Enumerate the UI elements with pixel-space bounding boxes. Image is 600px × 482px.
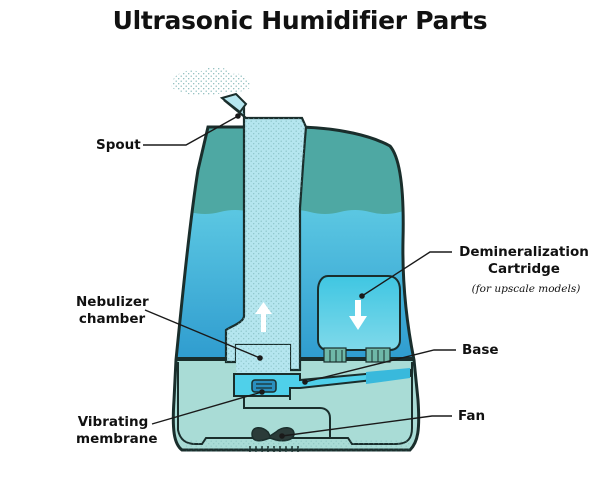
demineralization-label-line2: Cartridge (488, 261, 560, 277)
fan-leader (281, 415, 452, 437)
membrane-leader (151, 391, 263, 425)
nebulizer-chamber-label: Nebulizer chamber (76, 294, 149, 328)
leader-lines (143, 115, 456, 437)
nebulizer-label-line2: chamber (78, 311, 146, 327)
vibrating-label-line1: Vibrating (77, 414, 149, 430)
base-label: Base (462, 342, 499, 358)
demineralization-note: (for upscale models) (471, 283, 581, 295)
nebulizer-leader (144, 309, 261, 359)
vibrating-membrane-label: Vibrating membrane (76, 414, 158, 448)
nebulizer-label-line1: Nebulizer (76, 294, 149, 310)
fan-label: Fan (458, 408, 486, 424)
mist-cloud (171, 66, 251, 96)
base-leader (304, 349, 456, 383)
diagram-title: Ultrasonic Humidifier Parts (112, 6, 488, 35)
spout-label: Spout (96, 137, 141, 153)
water-down-arrow-icon (349, 300, 367, 330)
demineralization-label-line1: Demineralization (459, 244, 589, 260)
mist-up-arrow-icon (255, 302, 272, 332)
vibrating-label-line2: membrane (76, 431, 158, 447)
demineralization-cartridge-label: Demineralization Cartridge (454, 244, 594, 278)
leader-dots (235, 113, 365, 439)
body-outline (171, 125, 421, 452)
spout-leader (143, 115, 239, 146)
demineralization-leader (361, 251, 452, 297)
